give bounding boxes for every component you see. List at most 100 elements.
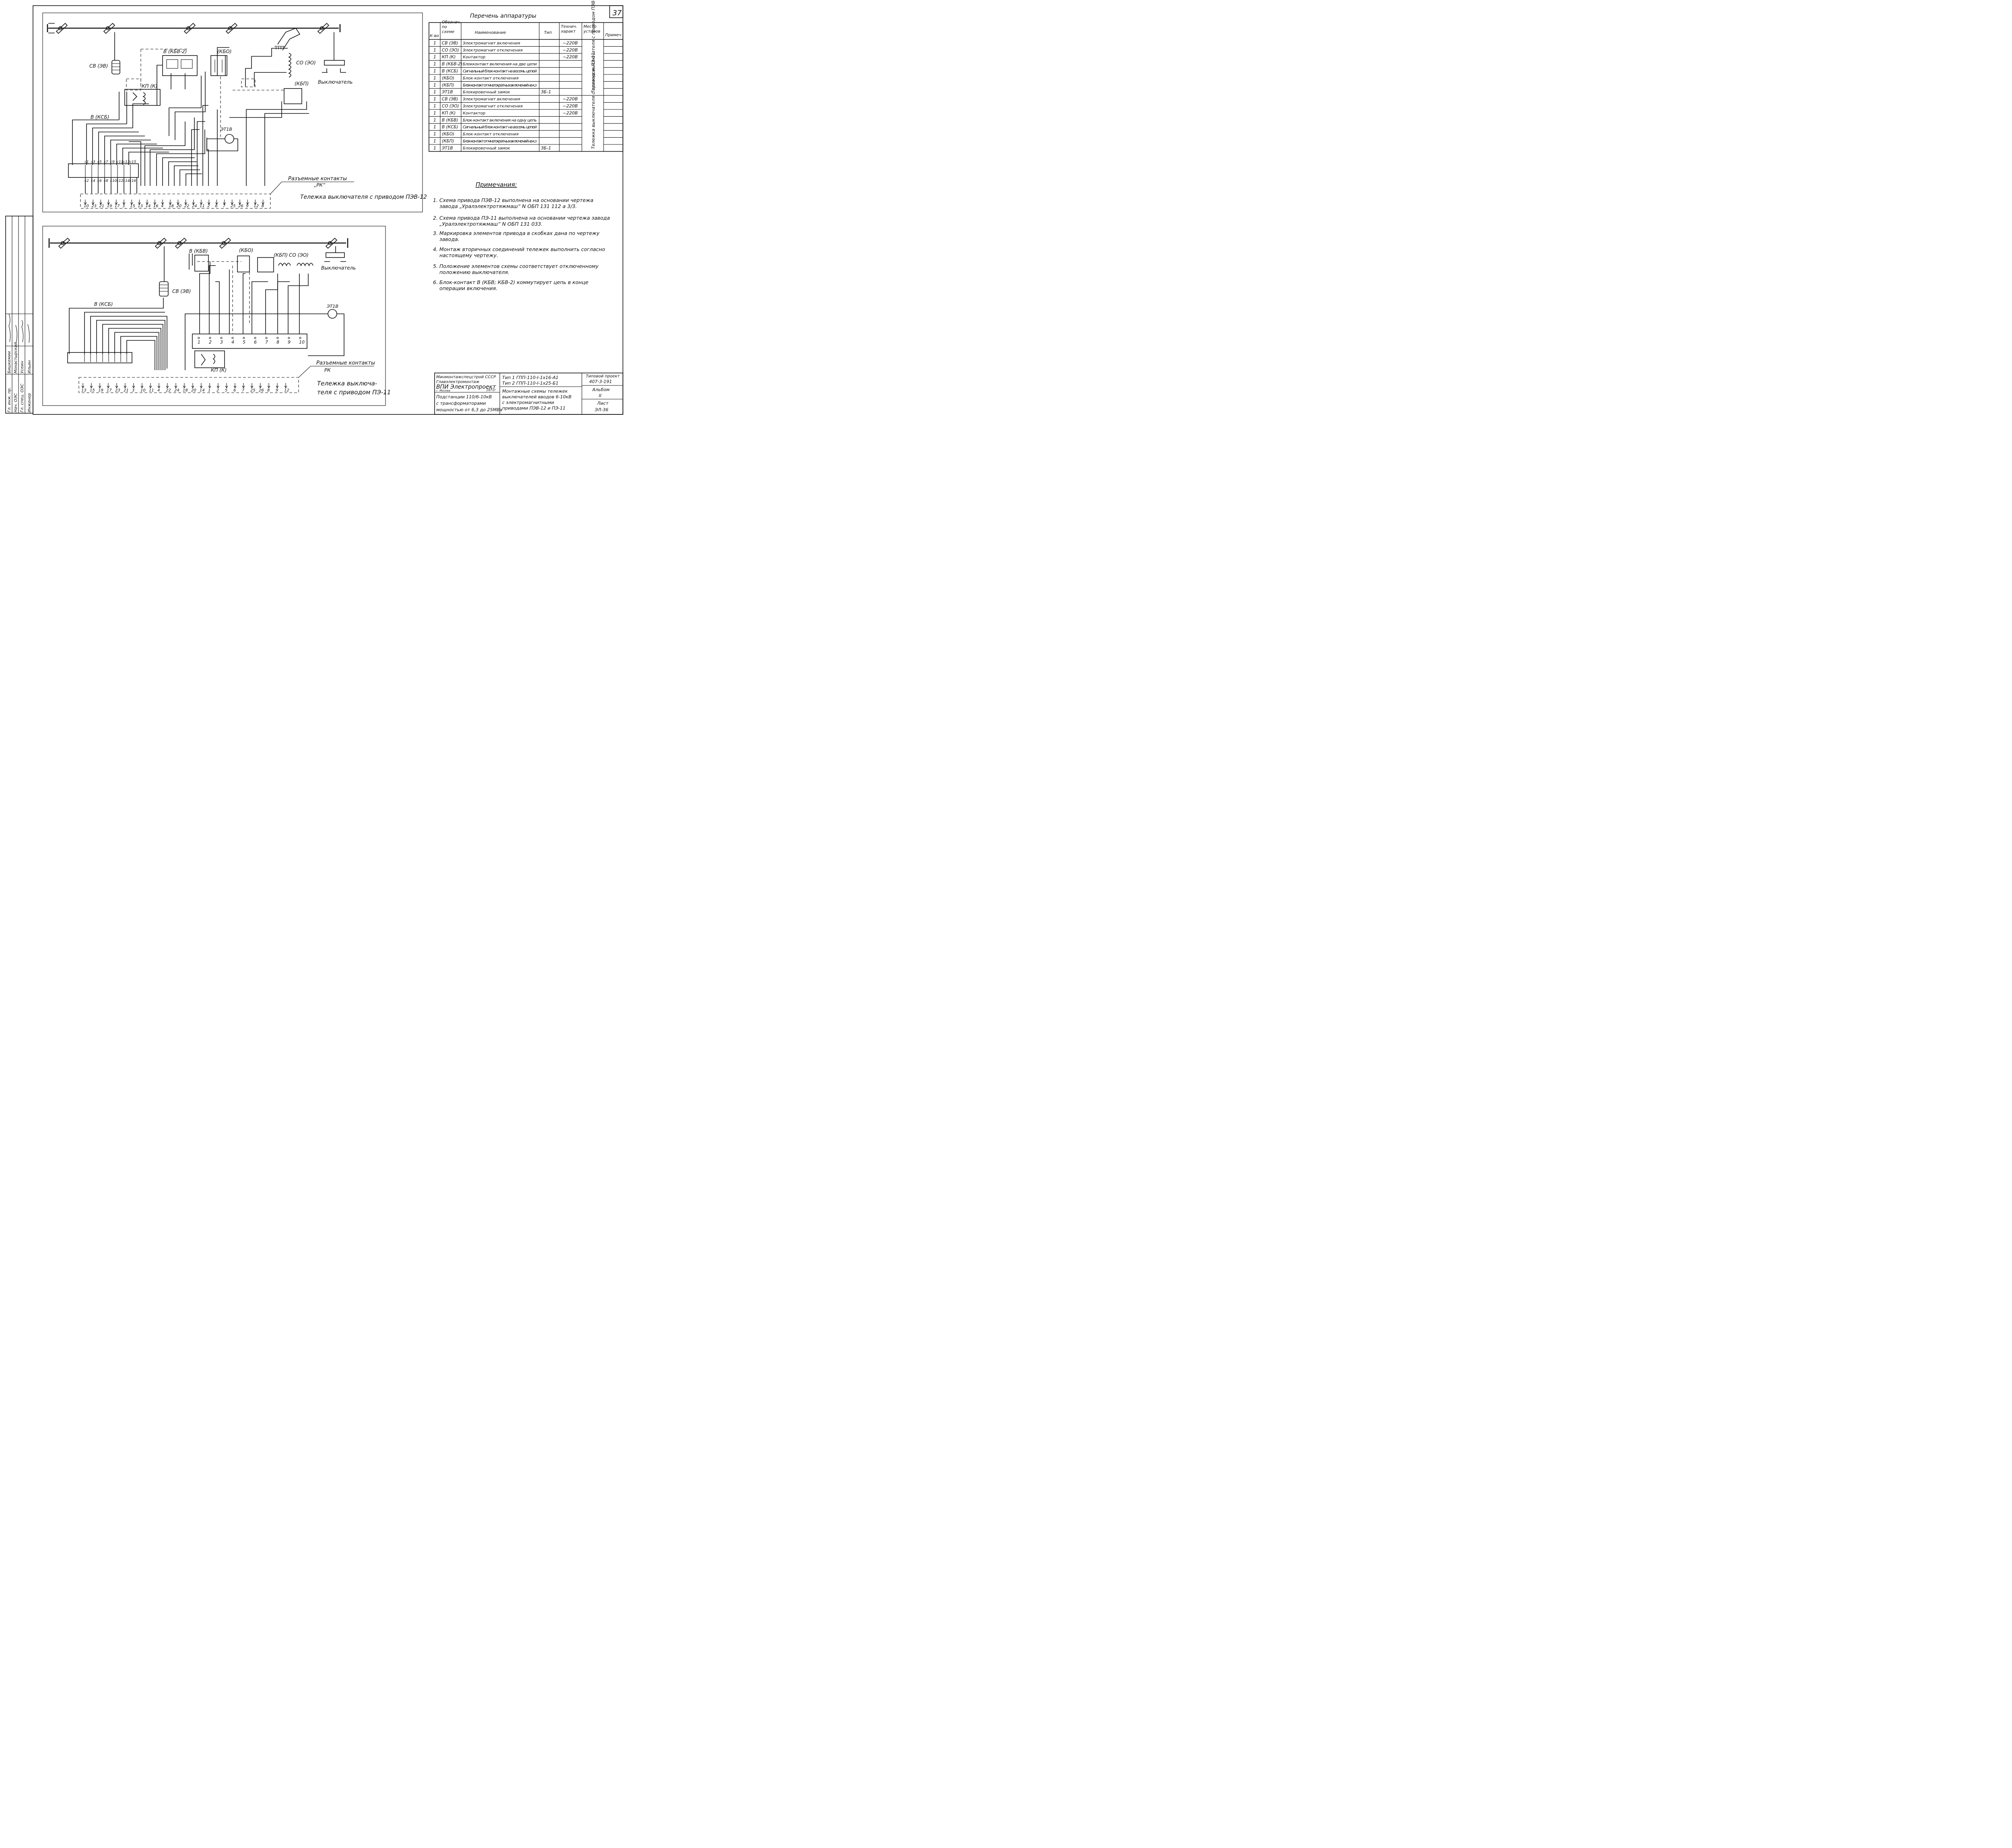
label-ksb-pe11: В (КСБ): [94, 301, 113, 307]
table-row-tech: ~220В: [563, 110, 578, 115]
strip-terminal: [209, 337, 211, 339]
table-row-qty: 1: [433, 97, 436, 102]
table-row-name: Блок-контакт отключения: [463, 76, 519, 80]
terminal-number: 25: [231, 204, 236, 208]
terminal-number: 9: [246, 204, 248, 208]
strip-terminal-number: 10: [299, 340, 305, 345]
rk-label-pe11: РК: [324, 367, 331, 373]
terminal-arrow: [130, 200, 133, 205]
label-kbo-pe11: (КБО): [239, 247, 254, 253]
label-co-pev12: СО (ЭО): [296, 60, 316, 66]
terminal-number: 17: [115, 204, 120, 208]
table-row-qty: 1: [433, 124, 436, 130]
tb-album-no: II: [599, 393, 602, 398]
diagram-pe11-frame: [42, 226, 386, 406]
block-bot-8: с16: [130, 179, 136, 183]
terminal-number: 3: [122, 204, 125, 208]
table-row-tech: ~220В: [563, 47, 578, 53]
diagram-pev12-frame: [42, 12, 423, 212]
tb-typical-label: Типовой проект: [586, 374, 620, 379]
approval-stamp: Гл. инж. пр. Нач. ОЭС Гл. спец. ОЭС Инже…: [5, 216, 33, 414]
terminal-number: 1: [208, 388, 210, 393]
stamp-name-1: Бишкемии: [7, 351, 12, 373]
table-row-type: ЗБ-1: [541, 89, 551, 95]
table-row-qty: 1: [433, 75, 436, 80]
terminal-strip-pe11: [192, 334, 307, 349]
tb-city: г. Москва: [436, 389, 450, 392]
table-row-name: Сигнальный блок-контакт на восемь цепей: [463, 125, 537, 130]
block-bot-1: с2: [85, 179, 89, 183]
terminal-arrow: [107, 383, 110, 389]
strip-terminal: [243, 337, 245, 339]
terminal-arrow: [138, 200, 141, 205]
terminal-number: 18: [183, 388, 188, 393]
table-row-code: (КБП): [442, 139, 454, 144]
terminal-arrow: [183, 383, 186, 389]
terminal-arrow: [146, 200, 149, 205]
table-place-group2: Тележка выключателя с приводом ПЭ-11: [591, 53, 596, 149]
terminal-number: 11: [200, 204, 205, 208]
strip-terminal-number: 7: [265, 340, 268, 345]
table-row-code: В (КБВ-2): [442, 62, 462, 67]
terminal-number: 10: [140, 388, 146, 393]
contact-block-pe11: [67, 352, 132, 363]
table-row-name: Блок-контакт включения на одну цепь: [463, 118, 537, 123]
terminal-number: 23: [91, 204, 97, 208]
terminal-number: 21: [124, 388, 129, 393]
contactor-kp-pev12: КП (К): [124, 78, 161, 106]
table-row-code: СВ (ЭВ): [442, 97, 458, 102]
terminal-number: 15: [90, 388, 95, 393]
terminal-number: 26: [259, 388, 264, 393]
terminal-number: 14: [200, 388, 205, 393]
terminal-arrow: [174, 383, 177, 389]
stamp-role-1: Гл. инж. пр.: [7, 387, 12, 412]
table-row-name: Блок-контакт от многократных включений н…: [463, 139, 537, 144]
terminal-arrow: [91, 200, 95, 205]
tb-org3: ВПИ Электропроект: [436, 384, 496, 390]
terminal-number: 17: [107, 388, 112, 393]
terminal-arrow: [99, 200, 102, 205]
note-item: 5. Положение элементов схемы соответству…: [433, 263, 599, 275]
caption-pev12: Тележка выключателя с приводом ПЭВ-12: [300, 194, 427, 200]
strip-terminal: [254, 337, 256, 339]
table-row-qty: 1: [433, 54, 436, 60]
table-row-name: Блокировочный замок: [463, 146, 510, 150]
label-kp-pe11: КП (К): [211, 367, 227, 373]
coil-sv-pev12: СВ (ЭВ): [89, 32, 120, 74]
lock-et1v-pe11: ЭТ1В: [185, 304, 344, 370]
note-item: 2. Схема привода ПЭ-11 выполнена на осно…: [433, 215, 610, 227]
table-row-code: В (КСБ): [442, 125, 458, 130]
table-row-qty: 1: [433, 132, 436, 137]
terminal-arrow: [223, 200, 226, 205]
table-row-name: Блокконтакт включения на две цепи: [463, 62, 537, 67]
terminal-number: 14: [146, 204, 151, 208]
stamp-name-3: Усеин: [20, 361, 25, 373]
label-kbv2: В (КБВ-2): [163, 49, 187, 54]
tb-org1: Минмонтажспецстрой СССР: [436, 375, 496, 379]
stamp-role-4: Инженер: [27, 393, 32, 412]
table-row-name: Блок-контакт от многократных включений н…: [463, 83, 537, 88]
table-row-qty: 1: [433, 68, 436, 74]
table-row-qty: 1: [433, 103, 436, 109]
terminal-number: 16: [153, 204, 159, 208]
table-header-cell: Примеч: [605, 33, 621, 37]
block-top-4: с7: [104, 160, 108, 164]
diagram-pe11: В (КБВ) (КБО) (КБП) СО (ЭО) Выключатель …: [42, 226, 391, 406]
rk-title-pe11: Разъемные контакты: [316, 360, 375, 366]
block-contact-kbo-pe11: (КБО): [237, 247, 254, 272]
label-et-pev12: ЭТ1В: [220, 127, 232, 132]
terminal-arrow: [200, 200, 203, 205]
block-contact-kbv-pe11: В (КБВ): [189, 248, 209, 272]
tb-sheet-label: Лист: [597, 401, 608, 406]
notes-title: Примечания:: [476, 181, 517, 188]
terminal-arrow: [115, 383, 118, 389]
table-row-qty: 1: [433, 62, 436, 67]
stamp-name-4: Ильин: [27, 360, 32, 373]
terminal-number: 7: [242, 388, 245, 393]
terminal-arrow: [176, 200, 179, 205]
caption-pe11-line1: Тележка выключа-: [317, 380, 377, 387]
contact-block-pev12: с1 с3 с5 с7 с9 с11 с13 с15 с2 с4 с6 с8 с…: [68, 160, 139, 194]
terminal-number: 20: [191, 388, 196, 393]
